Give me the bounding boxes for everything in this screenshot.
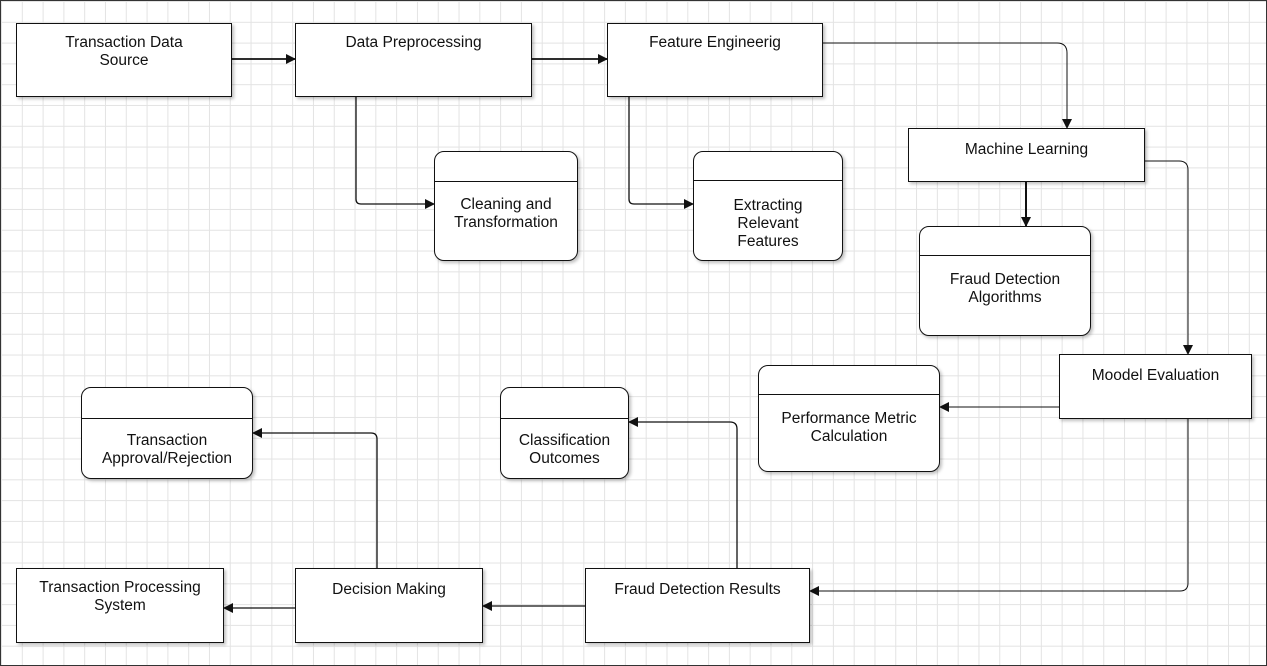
store-header (82, 388, 252, 419)
node-feature-engineering[interactable]: Feature Engineerig (607, 23, 823, 97)
store-extracting-features[interactable]: Extracting Relevant Features (693, 151, 843, 261)
store-header (435, 152, 577, 182)
node-label: Fraud Detection Results (614, 581, 781, 598)
node-label: Transaction Processing System (39, 579, 201, 614)
store-header (501, 388, 628, 419)
node-label: Decision Making (332, 581, 446, 598)
store-cleaning-transformation[interactable]: Cleaning and Transformation (434, 151, 578, 261)
node-data-preprocessing[interactable]: Data Preprocessing (295, 23, 532, 97)
arrow-decision-to-approval (252, 428, 378, 568)
arrow-features-to-ml (823, 42, 1072, 129)
store-performance-metric[interactable]: Performance Metric Calculation (758, 365, 940, 472)
node-transaction-processing-system[interactable]: Transaction Processing System (16, 568, 224, 643)
node-label: Transaction Data Source (65, 34, 183, 69)
store-fraud-detection-algorithms[interactable]: Fraud Detection Algorithms (919, 226, 1091, 336)
node-label: Data Preprocessing (345, 34, 482, 51)
node-label: Moodel Evaluation (1091, 367, 1220, 384)
store-header (920, 227, 1090, 256)
node-machine-learning[interactable]: Machine Learning (908, 128, 1145, 182)
node-transaction-data-source[interactable]: Transaction Data Source (16, 23, 232, 97)
node-model-evaluation[interactable]: Moodel Evaluation (1059, 354, 1252, 419)
store-classification-outcomes[interactable]: Classification Outcomes (500, 387, 629, 479)
node-decision-making[interactable]: Decision Making (295, 568, 483, 643)
arrow-evaluation-to-results (809, 419, 1189, 596)
node-label: Extracting Relevant Features (733, 197, 803, 250)
node-label: Cleaning and Transformation (454, 196, 558, 231)
node-label: Feature Engineerig (649, 34, 781, 51)
node-label: Machine Learning (964, 141, 1089, 158)
arrow-ml-to-evaluation (1145, 160, 1193, 355)
arrow-results-to-classification (628, 417, 738, 568)
arrow-features-to-extracting (628, 97, 694, 209)
store-header (759, 366, 939, 395)
node-label: Performance Metric Calculation (781, 410, 917, 445)
node-label: Fraud Detection Algorithms (949, 271, 1061, 306)
arrow-preprocessing-to-cleaning (355, 97, 435, 209)
store-header (694, 152, 842, 181)
store-transaction-approval[interactable]: Transaction Approval/Rejection (81, 387, 253, 479)
node-fraud-detection-results[interactable]: Fraud Detection Results (585, 568, 810, 643)
node-label: Transaction Approval/Rejection (101, 432, 233, 467)
node-label: Classification Outcomes (518, 432, 611, 467)
